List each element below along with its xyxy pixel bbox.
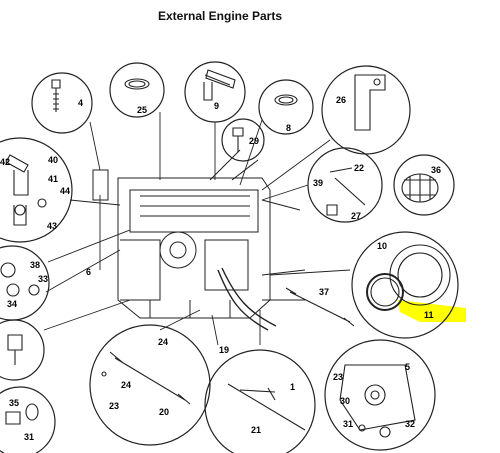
callout-8[interactable]: 8 — [286, 123, 291, 133]
callout-29[interactable]: 29 — [249, 136, 259, 146]
callout-24-upper[interactable]: 24 — [158, 337, 168, 347]
detail-circle-part-25[interactable] — [109, 62, 165, 118]
callout-26[interactable]: 26 — [336, 95, 346, 105]
callout-42[interactable]: 42 — [0, 157, 10, 167]
page-title: External Engine Parts — [157, 9, 283, 23]
callout-22[interactable]: 22 — [354, 163, 364, 173]
callout-30[interactable]: 30 — [340, 396, 350, 406]
callout-31-right[interactable]: 31 — [343, 419, 353, 429]
detail-circle-parts-31-35[interactable] — [0, 386, 56, 453]
callout-20[interactable]: 20 — [159, 407, 169, 417]
detail-circle-part-8[interactable] — [258, 79, 314, 135]
callout-6[interactable]: 6 — [86, 267, 91, 277]
detail-circle-part-29[interactable] — [221, 118, 265, 162]
detail-circle-part-9[interactable] — [184, 61, 246, 123]
callout-35[interactable]: 35 — [9, 398, 19, 408]
detail-circle-part-26[interactable] — [321, 65, 411, 155]
callout-4[interactable]: 4 — [78, 98, 83, 108]
detail-circle-parts-1-21[interactable] — [204, 349, 316, 453]
engine-block-drawing — [92, 149, 306, 331]
callout-27[interactable]: 27 — [351, 211, 361, 221]
leader-lines — [43, 112, 351, 346]
callout-9[interactable]: 9 — [214, 101, 219, 111]
callout-23-right[interactable]: 23 — [333, 372, 343, 382]
detail-circle-parts-20-24[interactable] — [89, 324, 211, 446]
detail-circle-part-36[interactable] — [393, 154, 455, 216]
callout-19[interactable]: 19 — [219, 345, 229, 355]
detail-circle-part-4[interactable] — [31, 72, 93, 134]
callout-43[interactable]: 43 — [47, 221, 57, 231]
callout-44[interactable]: 44 — [60, 186, 70, 196]
callout-11[interactable]: 11 — [424, 310, 434, 320]
callout-40[interactable]: 40 — [48, 155, 58, 165]
callout-37[interactable]: 37 — [319, 287, 329, 297]
callout-41[interactable]: 41 — [48, 174, 58, 184]
detail-circle-parts-5-32[interactable] — [324, 339, 436, 451]
callout-39[interactable]: 39 — [313, 178, 323, 188]
callout-36[interactable]: 36 — [431, 165, 441, 175]
callout-1[interactable]: 1 — [290, 382, 295, 392]
callout-38[interactable]: 38 — [30, 260, 40, 270]
callout-32[interactable]: 32 — [405, 419, 415, 429]
callout-25[interactable]: 25 — [137, 105, 147, 115]
callout-23-left[interactable]: 23 — [109, 401, 119, 411]
detail-circle-part-33-fitting[interactable] — [0, 319, 45, 381]
callout-5[interactable]: 5 — [405, 362, 410, 372]
callout-21[interactable]: 21 — [251, 425, 261, 435]
part-11-highlight — [398, 300, 466, 322]
callout-33[interactable]: 33 — [38, 274, 48, 284]
callout-24-lower[interactable]: 24 — [121, 380, 131, 390]
detail-circle-parts-10-11[interactable] — [351, 231, 459, 339]
part-drawings — [0, 69, 451, 438]
detail-circle-parts-40-44[interactable] — [0, 137, 73, 243]
callout-34[interactable]: 34 — [7, 299, 17, 309]
callout-10[interactable]: 10 — [377, 241, 387, 251]
callout-31-left[interactable]: 31 — [24, 432, 34, 442]
